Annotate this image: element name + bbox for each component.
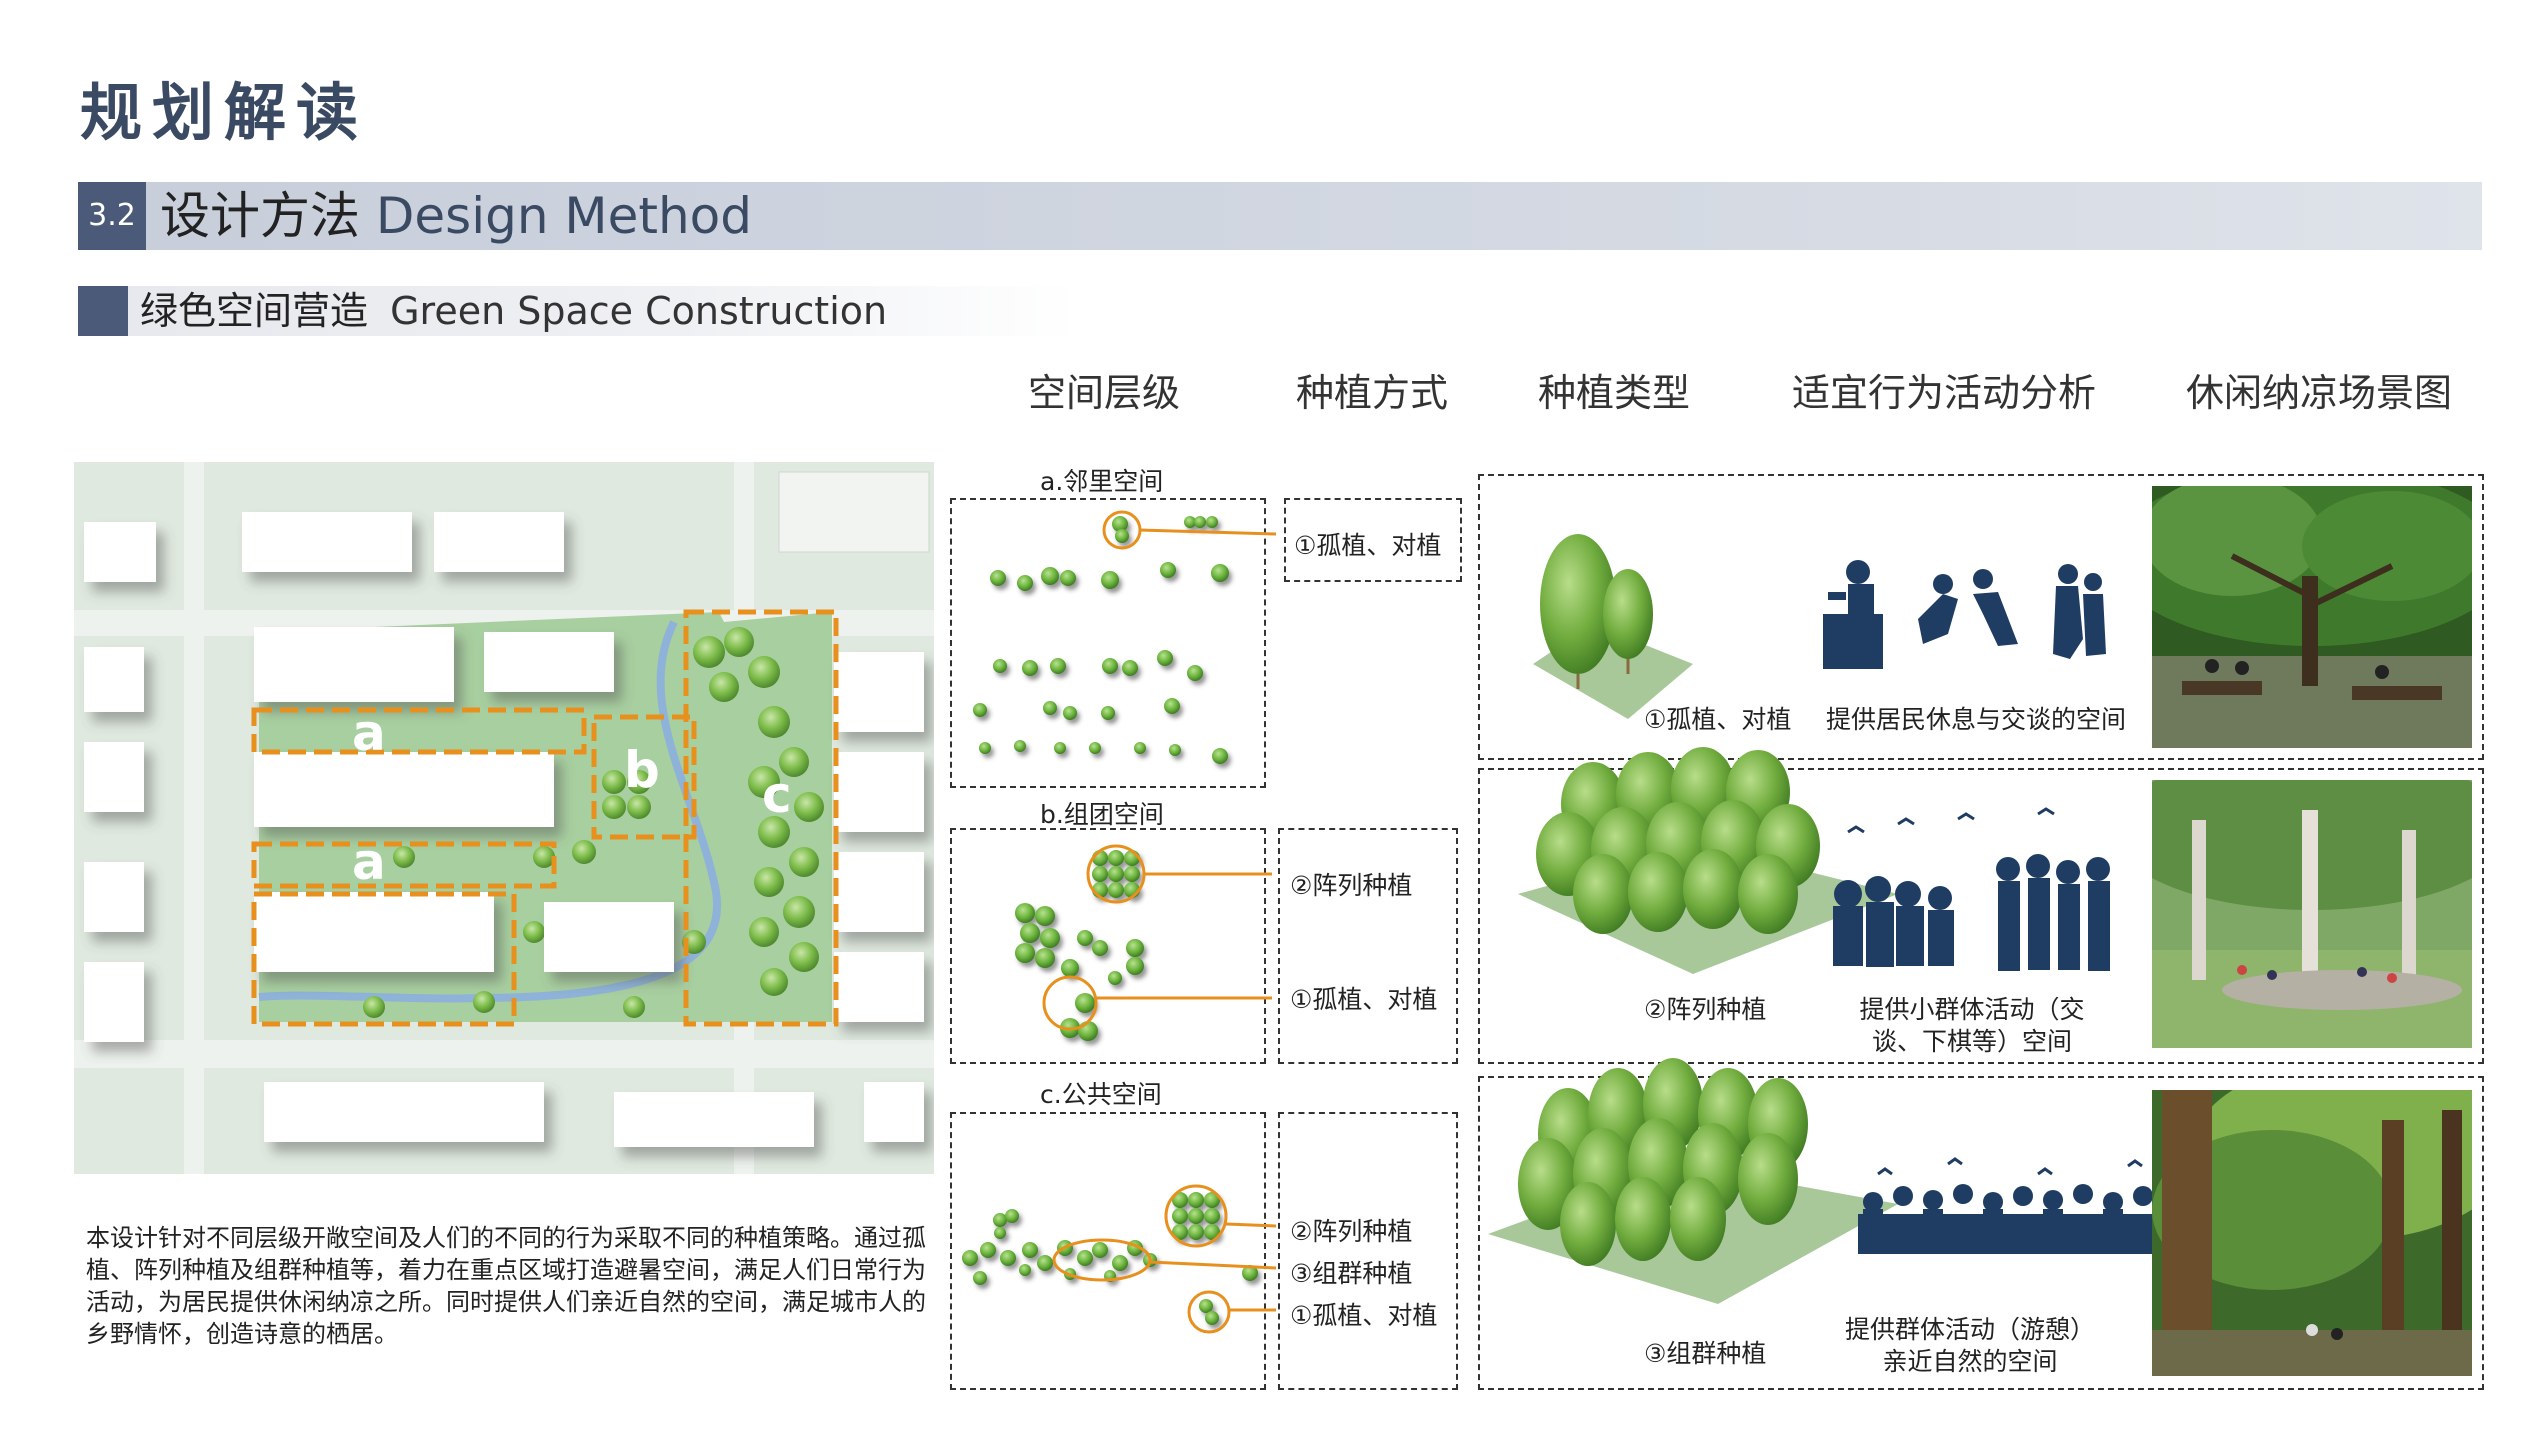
zone-label-a-lower: a bbox=[352, 833, 386, 891]
subsection-marker bbox=[78, 286, 128, 336]
park-tree-clusters bbox=[262, 627, 824, 1018]
space-level-label-group: b.组团空间 bbox=[1040, 800, 1164, 829]
zone-label-b: b bbox=[624, 741, 660, 799]
type-label-cluster: ③组群种植 bbox=[1644, 1339, 1767, 1368]
array-tree-illustration bbox=[1518, 747, 1898, 974]
column-header-space-level: 空间层级 bbox=[1028, 371, 1181, 415]
subsection-bar bbox=[78, 286, 1078, 336]
method-box-public bbox=[1278, 1112, 1458, 1390]
column-header-activity: 适宜行为活动分析 bbox=[1792, 371, 2097, 415]
silhouette-small-groups bbox=[1833, 807, 2110, 971]
zone-label-c: c bbox=[762, 766, 792, 824]
public-trees bbox=[962, 1192, 1258, 1325]
cluster-tree-illustration bbox=[1488, 1058, 1898, 1304]
row-box-cluster bbox=[1478, 1076, 2484, 1390]
method-label-cluster: ③组群种植 bbox=[1290, 1259, 1413, 1288]
row-box-isolated bbox=[1478, 474, 2484, 760]
diagram-neighborhood-box bbox=[950, 498, 1266, 788]
section-title: 设计方法 Design Method bbox=[160, 184, 752, 248]
space-level-label-public: c.公共空间 bbox=[1040, 1080, 1162, 1109]
activity-label-isolated: 提供居民休息与交谈的空间 bbox=[1826, 705, 2127, 734]
method-label-array-2: ②阵列种植 bbox=[1290, 1217, 1413, 1246]
site-plan-map: a a b c bbox=[74, 462, 934, 1174]
section-title-en: Design Method bbox=[375, 187, 752, 245]
method-box-group bbox=[1278, 828, 1458, 1064]
section-number: 3.2 bbox=[78, 182, 146, 250]
method-box-neighborhood bbox=[1284, 498, 1462, 582]
space-level-label-neighborhood: a.邻里空间 bbox=[1040, 467, 1164, 496]
method-label-array-1: ②阵列种植 bbox=[1290, 871, 1413, 900]
method-label-isolated-2: ①孤植、对植 bbox=[1290, 985, 1438, 1014]
isolated-tree-illustration bbox=[1533, 534, 1693, 719]
column-header-planting-method: 种植方式 bbox=[1296, 371, 1449, 415]
diagram-group-box bbox=[950, 828, 1266, 1064]
zone-outlines bbox=[251, 609, 839, 1027]
design-description: 本设计针对不同层级开敞空间及人们的不同的行为采取不同的种植策略。通过孤植、阵列种… bbox=[86, 1224, 926, 1348]
page-title: 规划解读 bbox=[80, 76, 369, 149]
column-header-planting-type: 种植类型 bbox=[1538, 371, 1691, 415]
scene-photo-isolated bbox=[2152, 486, 2472, 748]
subsection-title-cn: 绿色空间营造 bbox=[140, 289, 369, 333]
group-trees bbox=[1015, 850, 1144, 1041]
diagram-public-box bbox=[950, 1112, 1266, 1390]
planting-diagrams bbox=[962, 510, 1277, 1334]
silhouette-pairs bbox=[1823, 560, 2106, 669]
method-label-isolated-3: ①孤植、对植 bbox=[1290, 1301, 1438, 1330]
type-label-array: ②阵列种植 bbox=[1644, 995, 1767, 1024]
subsection-title-en: Green Space Construction bbox=[390, 289, 888, 333]
activity-label-cluster-1: 提供群体活动（游憩） bbox=[1844, 1315, 2095, 1344]
column-header-scene: 休闲纳凉场景图 bbox=[2186, 371, 2453, 415]
site-buildings bbox=[84, 512, 924, 1147]
zone-label-a-upper: a bbox=[352, 704, 386, 762]
subsection-title: 绿色空间营造 Green Space Construction bbox=[140, 286, 887, 336]
row-box-array bbox=[1478, 768, 2484, 1064]
neighborhood-trees bbox=[973, 516, 1229, 764]
section-title-cn: 设计方法 bbox=[160, 187, 360, 245]
method-label-isolated-1: ①孤植、对植 bbox=[1294, 531, 1442, 560]
section-bar bbox=[78, 182, 2482, 250]
scene-photo-cluster bbox=[2152, 1090, 2472, 1376]
activity-label-array-1: 提供小群体活动（交 bbox=[1859, 995, 2085, 1024]
scene-photo-array bbox=[2152, 780, 2472, 1048]
planting-type-illustrations bbox=[1488, 534, 2258, 1304]
activity-label-cluster-2: 亲近自然的空间 bbox=[1882, 1347, 2058, 1376]
activity-label-array-2: 谈、下棋等）空间 bbox=[1871, 1027, 2072, 1056]
type-label-isolated: ①孤植、对植 bbox=[1644, 705, 1792, 734]
